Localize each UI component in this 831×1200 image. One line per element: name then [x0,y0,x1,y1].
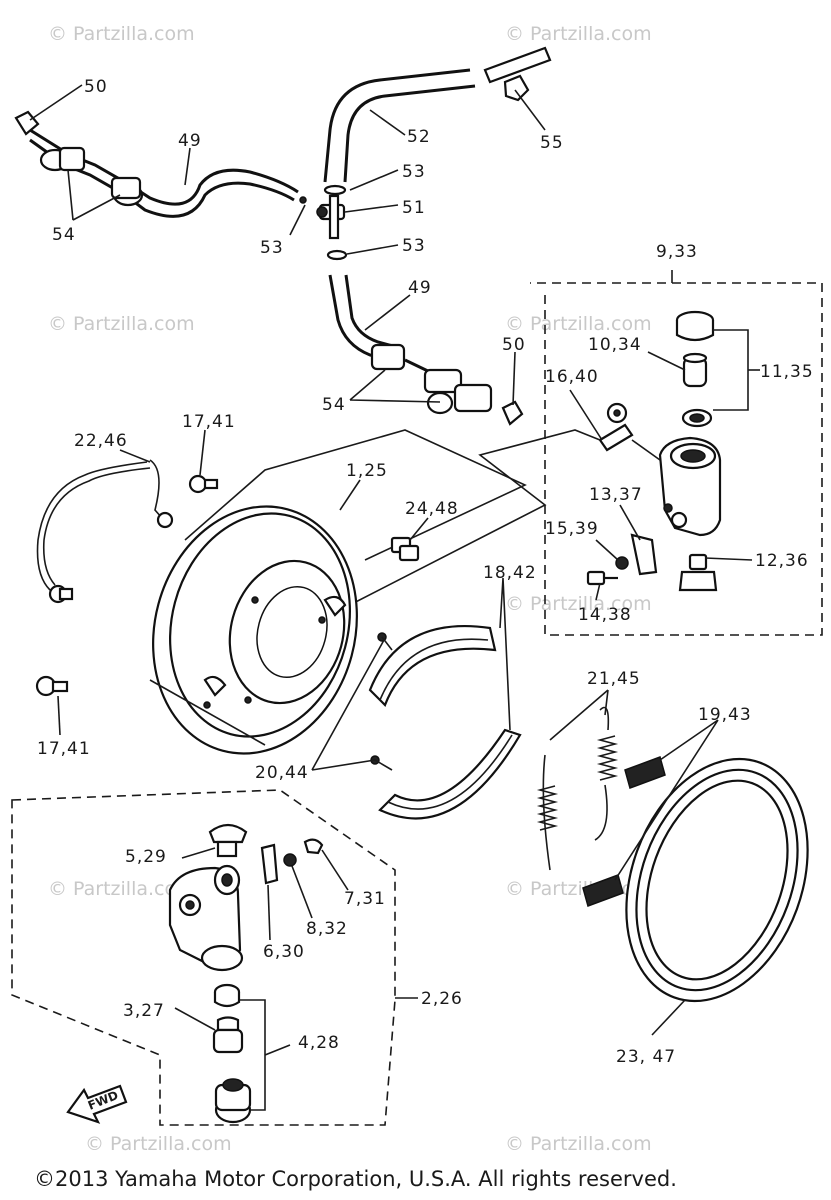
brake-shoe-lower [378,728,522,820]
callout-label: 23, 47 [616,1047,676,1067]
callout-label: 13,37 [589,485,643,505]
callout-label: 10,34 [588,335,642,355]
callout-label: 11,35 [760,362,814,382]
watermarks: © Partzilla.com © Partzilla.com © Partzi… [48,23,652,1155]
callout-label: 55 [540,133,564,153]
callout-label: 5,29 [125,847,167,867]
callout-label: 18,42 [483,563,537,583]
watermark: © Partzilla.com [48,878,195,900]
brake-backing-plate [149,429,527,755]
callout-label: 12,36 [755,551,809,571]
wheel-cylinder-group-left [11,789,418,1126]
watermark: © Partzilla.com [505,1133,652,1155]
callout-label: 3,27 [123,1001,165,1021]
callout-label: 14,38 [578,605,632,625]
callout-label: 51 [402,198,426,218]
callout-label: 2,26 [421,989,463,1009]
bolt-17-upper [188,474,219,494]
callout-label: 53 [260,238,284,258]
callout-label: 1,25 [346,461,388,481]
callout-label: 17,41 [182,412,236,432]
callout-label: 49 [178,131,202,151]
callout-label: 24,48 [405,499,459,519]
wheel-cylinder-group-right [530,270,823,636]
brake-shims [582,756,666,907]
watermark: © Partzilla.com [85,1133,232,1155]
callout-label: 6,30 [263,942,305,962]
callout-label: 53 [402,236,426,256]
callout-label: 53 [402,162,426,182]
bolt-24 [390,536,420,562]
callout-label: 8,32 [306,919,348,939]
brake-pipe-22 [36,459,174,604]
fwd-arrow-icon: FWD [66,1084,128,1124]
callout-label: 52 [407,127,431,147]
callout-label: 50 [84,77,108,97]
callout-label: 21,45 [587,669,641,689]
callout-label: 54 [52,225,76,245]
watermark: © Partzilla.com [505,23,652,45]
brake-hose-upper-left [14,110,299,218]
callout-label: 4,28 [298,1033,340,1053]
callout-label: 15,39 [545,519,599,539]
brake-shoe-upper [368,624,497,707]
callout-label: 17,41 [37,739,91,759]
callout-label: 20,44 [255,763,309,783]
bolt-17-lower [35,675,69,697]
callout-label: 22,46 [74,431,128,451]
return-springs [536,706,619,871]
callout-label: 50 [502,335,526,355]
copyright-notice: ©2013 Yamaha Motor Corporation, U.S.A. A… [34,1167,677,1191]
callout-label: 16,40 [545,367,599,387]
watermark: © Partzilla.com [48,23,195,45]
callout-label: 9,33 [656,242,698,262]
brake-hose-lower-49 [328,274,524,426]
callout-label: 7,31 [344,889,386,909]
callout-labels: 50 49 52 55 53 51 53 53 54 49 50 54 9,33… [37,77,814,1067]
watermark: © Partzilla.com [505,593,652,615]
leader-lines [29,84,753,1036]
watermark: © Partzilla.com [48,313,195,335]
callout-label: 49 [408,278,432,298]
drum-seal-ring [625,757,809,1003]
vent-hose-52 [323,46,552,183]
callout-label: 54 [322,395,346,415]
callout-label: 19,43 [698,705,752,725]
clip-55 [503,74,530,102]
joint-51-and-clamps-53 [299,184,348,261]
connector-line [339,429,601,611]
watermark: © Partzilla.com [505,313,652,335]
